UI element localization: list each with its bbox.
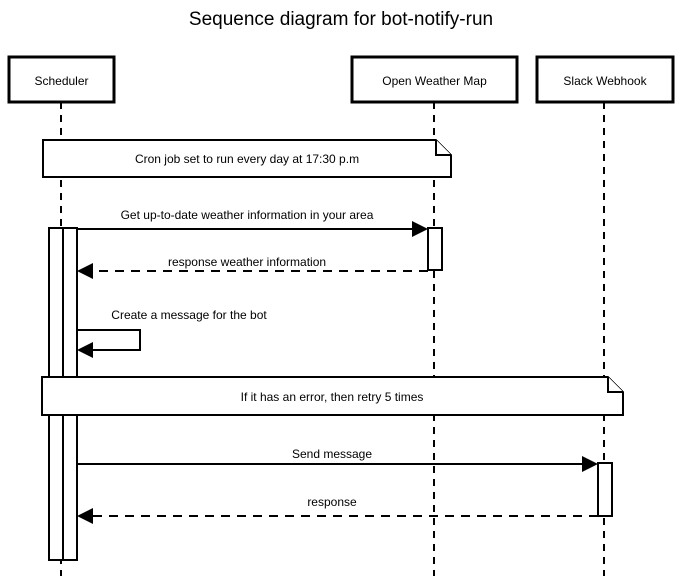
message-get-weather-label: Get up-to-date weather information in yo…: [121, 208, 374, 222]
note-retry[interactable]: If it has an error, then retry 5 times: [41, 376, 624, 416]
message-send-message[interactable]: Send message: [77, 447, 598, 472]
activation-slack-webhook: [597, 462, 613, 517]
activation-open-weather-map: [427, 227, 443, 271]
message-create-message-label: Create a message for the bot: [111, 308, 267, 322]
arrowhead-left-create-message: [77, 342, 93, 358]
note-cron-job[interactable]: Cron job set to run every day at 17:30 p…: [42, 139, 452, 178]
participant-label-slack-webhook: Slack Webhook: [563, 74, 647, 88]
arrowhead-right-send-message: [582, 456, 598, 472]
message-response-label: response: [307, 495, 357, 509]
message-response-weather[interactable]: response weather information: [77, 255, 428, 279]
participant-label-open-weather-map: Open Weather Map: [382, 74, 487, 88]
message-response[interactable]: response: [77, 495, 598, 524]
message-get-weather[interactable]: Get up-to-date weather information in yo…: [77, 208, 428, 237]
participant-scheduler[interactable]: Scheduler: [7, 55, 116, 104]
arrowhead-right-get-weather: [412, 221, 428, 237]
arrowhead-left-response-weather: [77, 263, 93, 279]
note-cron-job-label: Cron job set to run every day at 17:30 p…: [135, 152, 359, 166]
page-title: Sequence diagram for bot-notify-run: [189, 9, 493, 30]
participant-slack-webhook[interactable]: Slack Webhook: [535, 55, 675, 104]
message-send-message-label: Send message: [292, 447, 372, 461]
participant-open-weather-map[interactable]: Open Weather Map: [350, 55, 519, 104]
message-response-weather-label: response weather information: [168, 255, 326, 269]
note-retry-label: If it has an error, then retry 5 times: [241, 390, 424, 404]
participant-label-scheduler: Scheduler: [34, 74, 88, 88]
arrowhead-left-response: [77, 508, 93, 524]
message-create-message[interactable]: Create a message for the bot: [77, 308, 267, 358]
